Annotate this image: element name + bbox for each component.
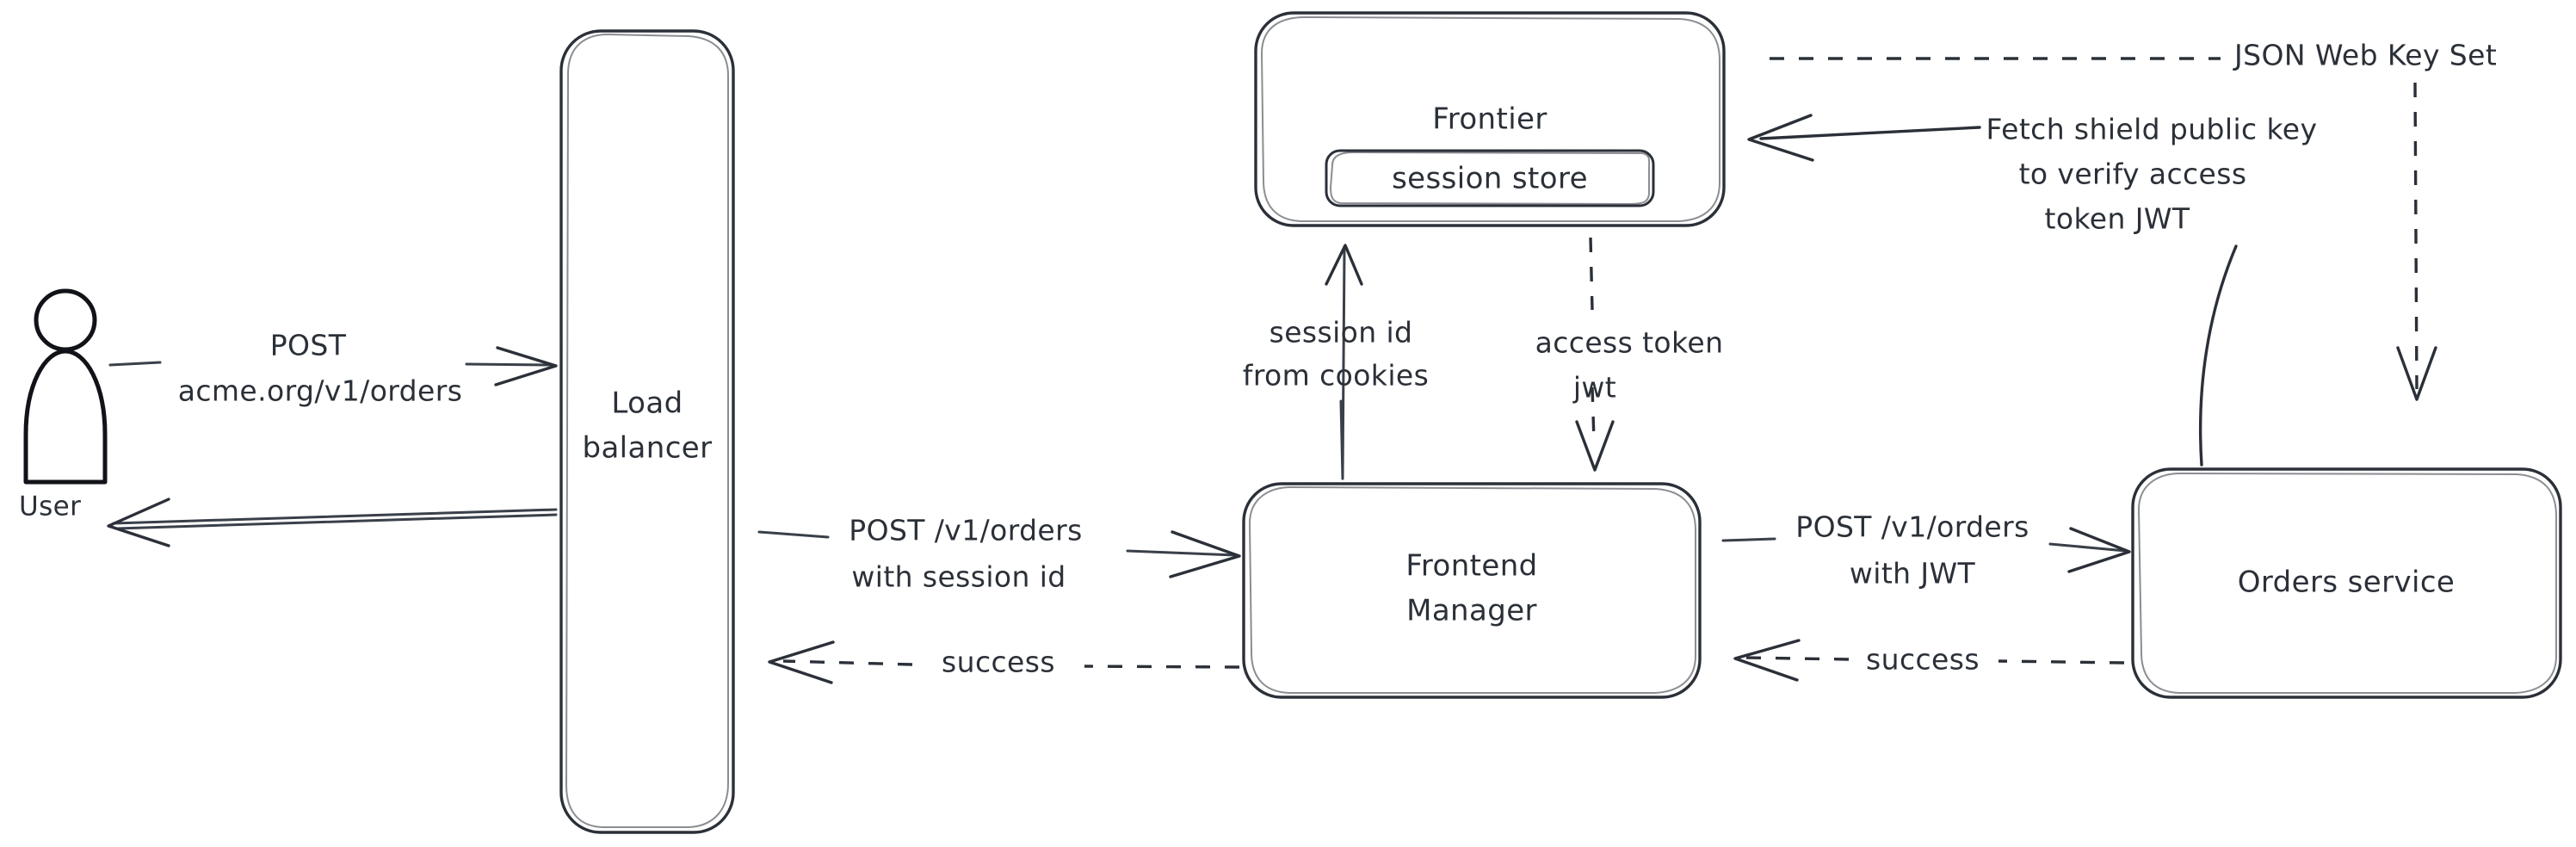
frontend-manager-label-line1: Frontend [1405,549,1537,584]
node-user[interactable]: User [19,288,108,522]
edge-orders-to-fm-label: success [1866,643,1980,677]
edge-lb-to-fm-label-line1: POST /v1/orders [849,514,1082,547]
edge-fm-to-frontier-label-line1: session id [1269,316,1413,349]
edge-fm-to-frontier-label-line2: from cookies [1243,359,1429,393]
edge-jwks-label: JSON Web Key Set [2233,39,2497,72]
edge-frontier-to-frontend-manager: access token jwt [1535,237,1724,472]
edge-user-to-lb-label-line1: POST [270,329,347,362]
load-balancer-label-line1: Load [611,386,683,421]
user-label: User [19,492,81,522]
edge-frontier-to-fm-label-line2: jwt [1572,371,1616,405]
session-store-label: session store [1392,162,1588,196]
edge-orders-to-frontier-label-line1: Fetch shield public key [1986,113,2318,146]
frontend-manager-label-line2: Manager [1406,594,1537,628]
node-frontend-manager[interactable]: Frontend Manager [1242,482,1702,699]
node-orders-service[interactable]: Orders service [2131,467,2562,699]
edge-orders-to-frontier-label-line2: to verify access [2019,158,2247,191]
edge-frontend-manager-to-frontier: session id from cookies [1243,244,1429,480]
edge-fm-to-lb-label: success [942,646,1055,679]
edge-frontier-to-orders-service-jwks: JSON Web Key Set [1770,39,2497,401]
edge-frontend-manager-to-load-balancer: success [768,640,1240,684]
edge-load-balancer-to-user [107,498,558,547]
edge-user-to-lb-label-line2: acme.org/v1/orders [178,374,463,408]
person-icon [23,288,108,485]
edge-user-to-load-balancer: POST acme.org/v1/orders [108,329,558,408]
frontier-session-store[interactable]: session store [1325,149,1655,207]
node-frontier[interactable]: Frontier session store [1254,11,1726,227]
edge-orders-to-frontier-label-line3: token JWT [2045,202,2190,236]
edge-orders-service-to-frontier: Fetch shield public key to verify access… [1747,113,2318,467]
edge-fm-to-orders-label-line1: POST /v1/orders [1795,510,2029,544]
edge-fm-to-orders-label-line2: with JWT [1850,557,1976,590]
frontier-label: Frontier [1432,102,1547,137]
edge-frontend-manager-to-orders-service: POST /v1/orders with JWT [1721,510,2131,590]
edge-orders-service-to-frontend-manager: success [1733,639,2125,682]
load-balancer-label-line2: balancer [582,431,712,466]
edge-lb-to-fm-label-line2: with session id [851,560,1066,594]
edge-frontier-to-fm-label-line1: access token [1535,326,1724,360]
orders-service-label: Orders service [2238,566,2456,600]
edge-load-balancer-to-frontend-manager: POST /v1/orders with session id [757,514,1241,594]
node-load-balancer[interactable]: Load balancer [559,29,735,834]
